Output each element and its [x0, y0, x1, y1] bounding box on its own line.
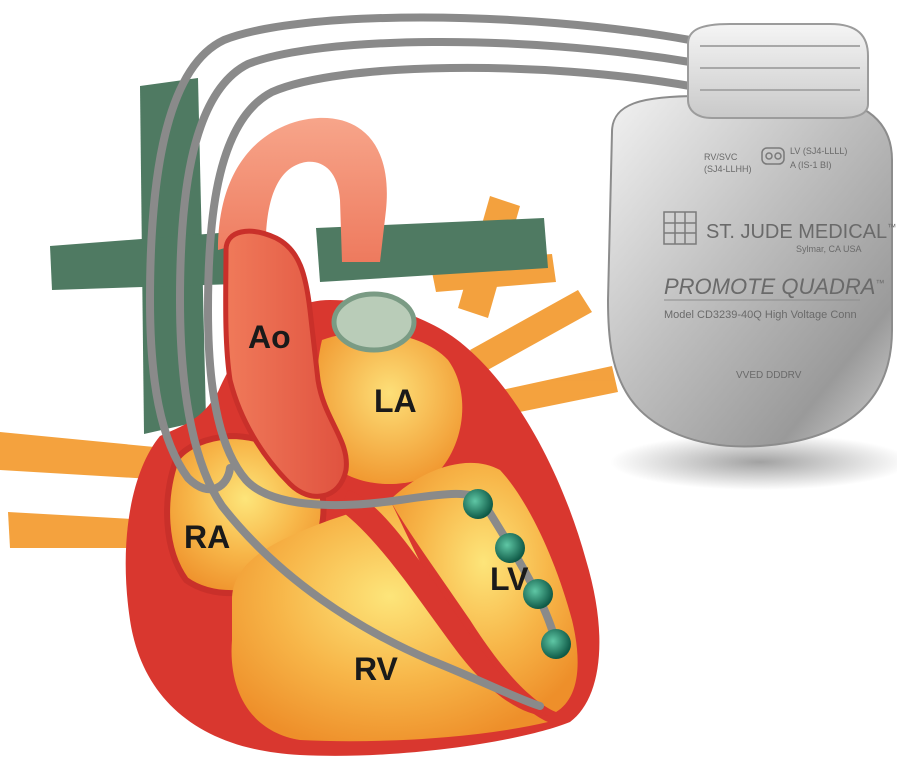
device-mode: VVED DDDRV: [736, 370, 802, 381]
port-rv-spec: (SJ4-LLHH): [704, 164, 752, 174]
device-model-line: Model CD3239-40Q High Voltage Conn: [664, 309, 857, 321]
port-a-label: A (IS-1 BI): [790, 160, 832, 170]
device-shell: [608, 96, 892, 447]
device-brand: ST. JUDE MEDICAL™: [706, 221, 896, 243]
label-left-atrium: LA: [374, 383, 417, 419]
device-location: Sylmar, CA USA: [796, 244, 862, 254]
port-lv-label: LV (SJ4-LLLL): [790, 146, 847, 156]
port-rv-label: RV/SVC: [704, 152, 738, 162]
label-right-ventricle: RV: [354, 651, 399, 687]
pulmonary-trunk: [334, 294, 414, 350]
device-header: [688, 24, 868, 118]
label-left-ventricle: LV: [490, 561, 529, 597]
crt-d-device: RV/SVC (SJ4-LLHH) LV (SJ4-LLLL) A (IS-1 …: [608, 24, 896, 447]
label-right-atrium: RA: [184, 519, 230, 555]
device-model-name: PROMOTE QUADRA™: [664, 274, 884, 299]
label-aorta: Ao: [248, 319, 291, 355]
lv-electrode-4: [541, 629, 571, 659]
lv-electrode-1: [463, 489, 493, 519]
lv-electrode-2: [495, 533, 525, 563]
